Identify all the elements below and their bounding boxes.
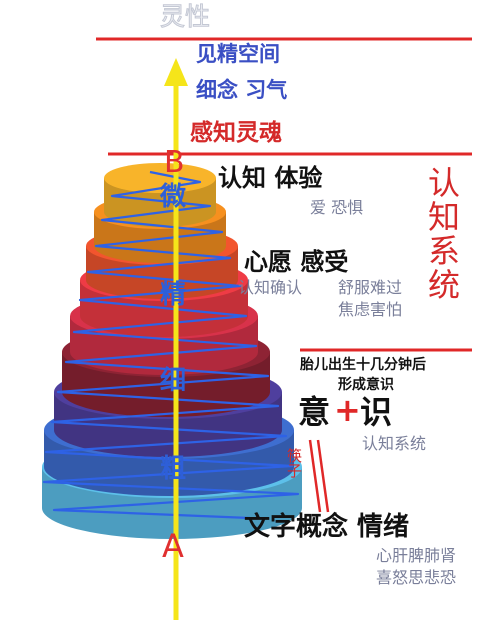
right-vertical-text: 认知系统 bbox=[423, 166, 461, 302]
chopstick-left bbox=[308, 439, 322, 513]
birth-note-line2: 形成意识 bbox=[338, 377, 394, 393]
word-concept-emotion: 文字概念 情绪 bbox=[244, 512, 410, 542]
cognition-confirm: 认知确认 bbox=[238, 278, 303, 297]
five-emotions: 喜怒思悲恐 bbox=[376, 568, 457, 587]
title-lingxing: 灵性 bbox=[159, 2, 211, 31]
top-label-ganzhi-linghun: 感知灵魂 bbox=[190, 120, 282, 146]
right-vertical-cognition-system: 认知系统 bbox=[423, 166, 466, 302]
anxious-afraid: 焦虑害怕 bbox=[338, 300, 403, 319]
axis-char-cu: 粗 bbox=[160, 454, 187, 484]
chopstick-right bbox=[316, 439, 330, 513]
axis-char-jing: 精 bbox=[160, 280, 187, 310]
cognition-experience: 认知 体验 bbox=[218, 164, 323, 192]
axis-char-wei: 微 bbox=[160, 182, 187, 212]
plus-sign: + bbox=[334, 391, 361, 429]
chopsticks-label: 筷子 bbox=[285, 448, 304, 478]
marker-a: A bbox=[162, 527, 184, 565]
love-fear: 爱 恐惧 bbox=[310, 198, 364, 217]
ring-layer-9 bbox=[104, 163, 216, 227]
consciousness-shi: 识 bbox=[360, 393, 393, 431]
marker-b: B bbox=[164, 145, 185, 180]
top-label-jianjing-kongjian: 见精空间 bbox=[196, 42, 280, 66]
five-organs: 心肝脾肺肾 bbox=[376, 546, 457, 565]
birth-note-line1: 胎儿出生十几分钟后 bbox=[300, 357, 426, 373]
comfort-sad: 舒服难过 bbox=[338, 278, 403, 297]
yellow-axis-arrowhead bbox=[164, 58, 188, 86]
axis-char-xi: 细 bbox=[160, 366, 187, 396]
wish-feeling: 心愿 感受 bbox=[244, 248, 349, 276]
cognition-system-label: 认知系统 bbox=[362, 434, 427, 453]
consciousness-yi: 意 bbox=[298, 393, 331, 431]
chopsticks-text: 筷子 bbox=[285, 448, 303, 478]
top-label-xinian-xiqi: 细念 习气 bbox=[196, 78, 288, 102]
blue-wave-squiggle bbox=[42, 170, 300, 520]
